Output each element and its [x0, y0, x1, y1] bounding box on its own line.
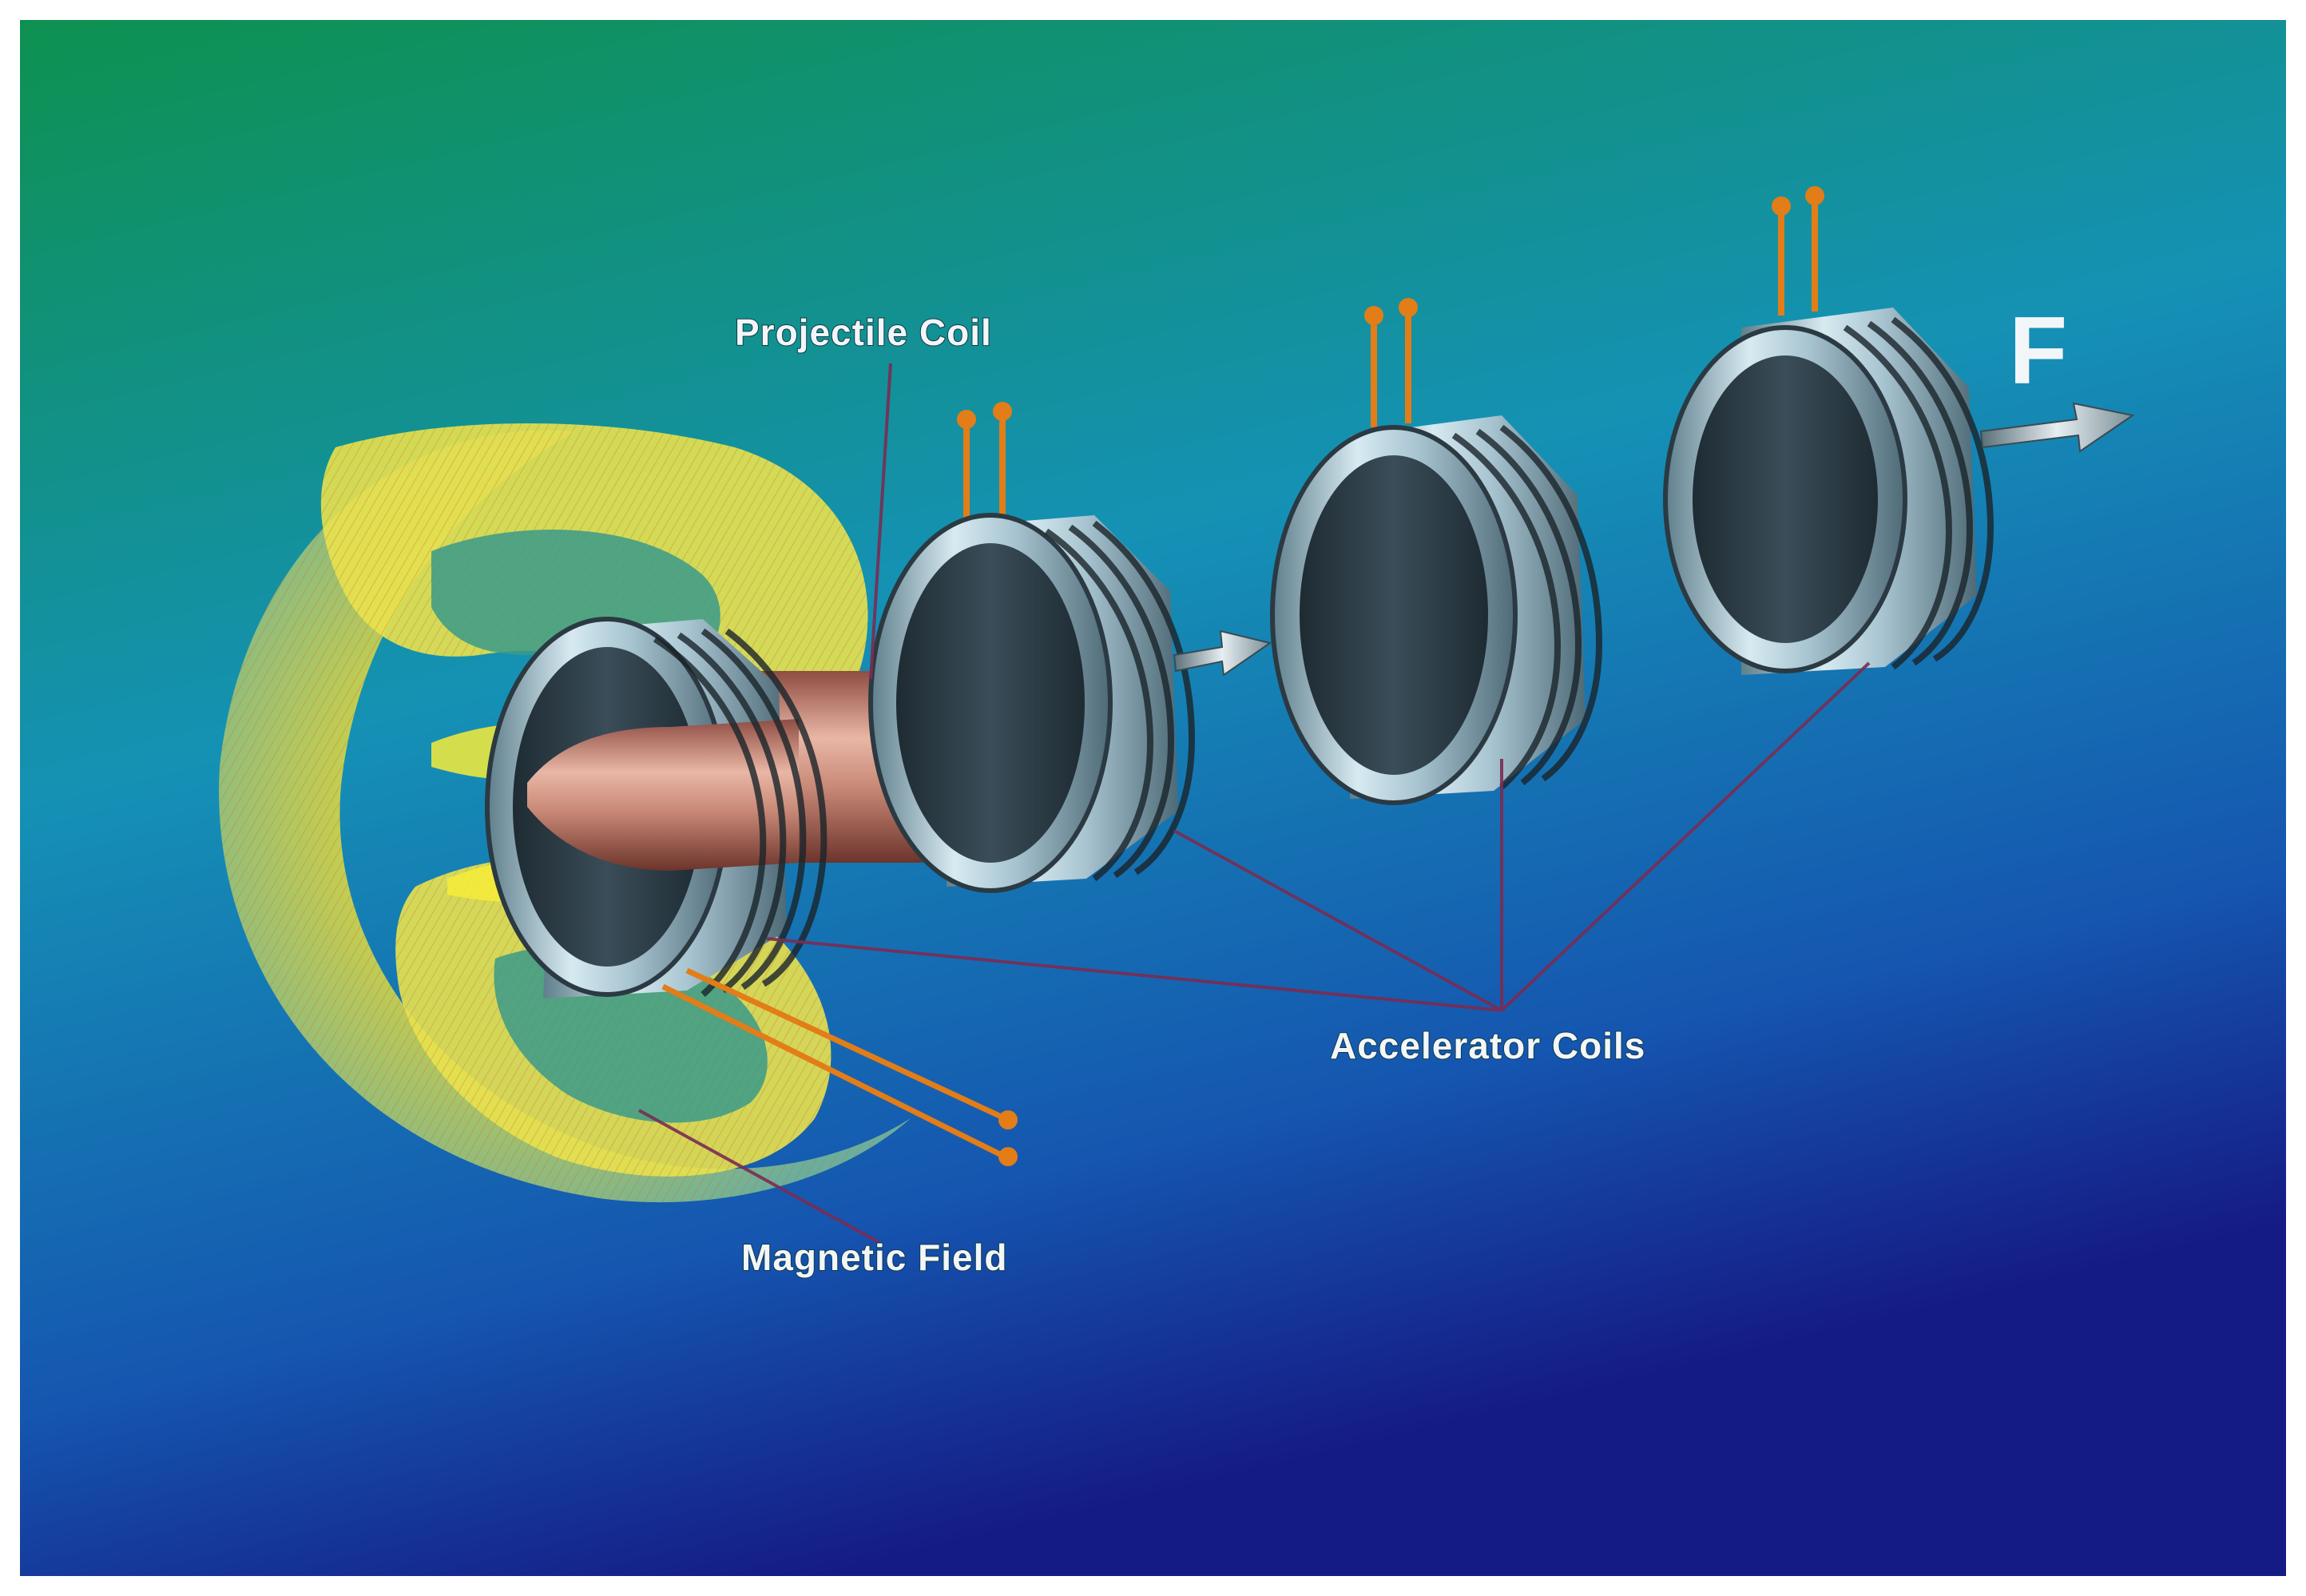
projectile-coil-wires — [661, 967, 1006, 1160]
leader-lines — [638, 363, 1871, 1244]
wire-terminal — [998, 1147, 1018, 1166]
projectile-coil — [485, 617, 966, 998]
projectile-coil-label: Projectile Coil — [735, 312, 992, 353]
accelerator-coils-label: Accelerator Coils — [1330, 1025, 1645, 1066]
magnetic-field-label: Magnetic Field — [741, 1237, 1007, 1278]
wire-terminal — [998, 1110, 1018, 1130]
accelerator-coil-3 — [1663, 186, 1994, 675]
accelerator-coil-2 — [1270, 298, 1603, 805]
force-arrow — [1979, 402, 2135, 453]
accelerator-coil-1 — [868, 402, 1196, 893]
force-label: F — [2009, 297, 2067, 404]
motion-arrow — [1173, 629, 1272, 677]
